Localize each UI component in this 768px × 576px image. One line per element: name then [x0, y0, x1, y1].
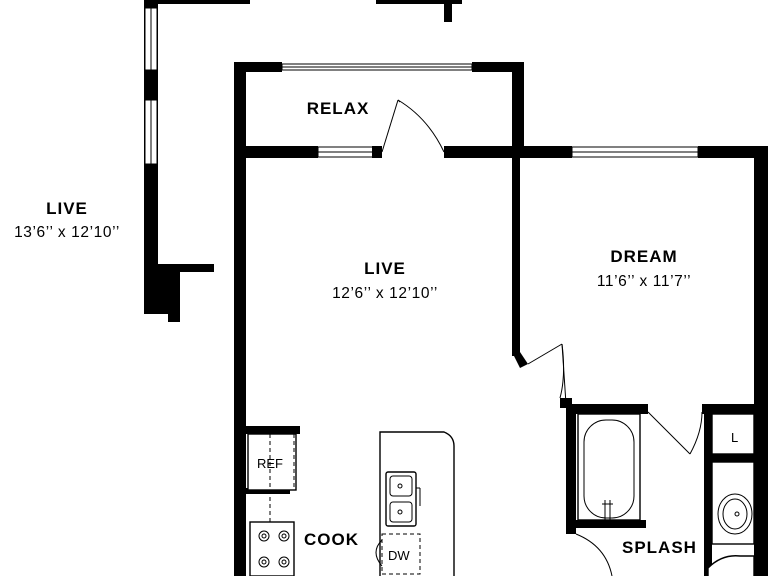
room-labels: RELAX LIVE 12’6’’ x 12’10’’ LIVE 13’6’’ …: [14, 99, 697, 557]
room-dims-dream: 11’6’’ x 11’7’’: [597, 273, 691, 290]
room-name-relax: RELAX: [307, 99, 370, 118]
doors: [381, 99, 703, 576]
fixture-ref: REF: [257, 456, 283, 471]
room-name-splash: SPLASH: [622, 538, 697, 557]
room-dims-live: 12’6’’ x 12’10’’: [332, 285, 438, 302]
room-name-live-neighbor: LIVE: [46, 199, 88, 218]
stove-burners: [258, 530, 290, 568]
bathroom: L: [577, 413, 755, 576]
room-name-cook: COOK: [304, 530, 359, 549]
neighbor-unit: [144, 0, 462, 322]
room-name-live: LIVE: [364, 259, 406, 278]
fixture-linen: L: [731, 430, 738, 445]
walls: [234, 62, 768, 576]
room-dims-live-neighbor: 13’6’’ x 12’10’’: [14, 224, 120, 241]
room-name-dream: DREAM: [610, 247, 677, 266]
fixture-dw: DW: [388, 548, 410, 563]
kitchen: REF DW: [247, 431, 455, 576]
